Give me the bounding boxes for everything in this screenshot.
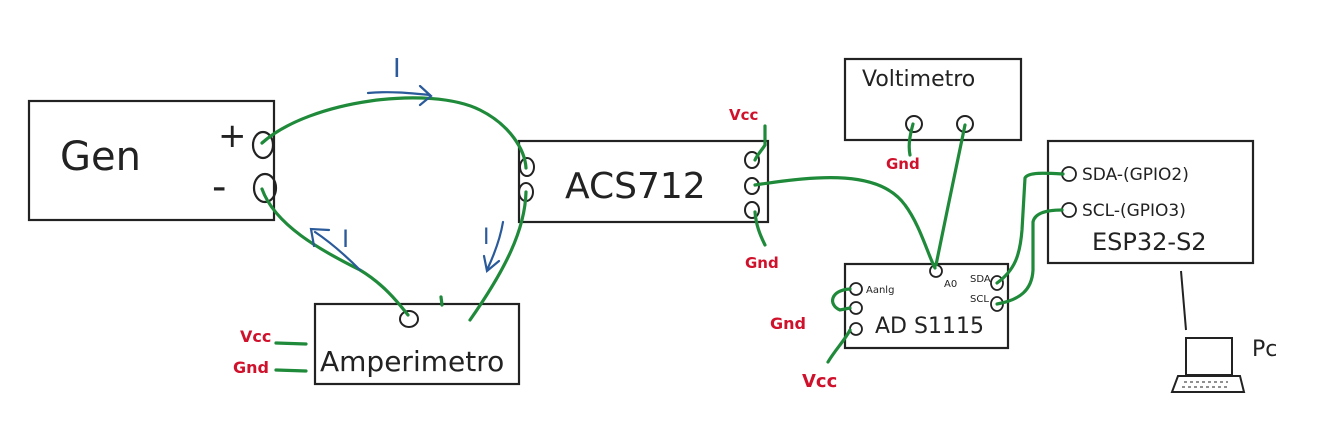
esp32-block: SDA-(GPIO2) SCL-(GPIO3) ESP32-S2 [1046, 139, 1255, 265]
amperimetro-block: Amperimetro [313, 302, 521, 386]
wire-acs-gnd [753, 210, 767, 247]
voltimetro-block: Voltimetro [843, 57, 1023, 142]
volt-gnd-label: Gnd [886, 155, 920, 173]
wire-sda [995, 171, 1065, 285]
wire-amp-gnd [274, 368, 308, 373]
esp32-scl-label: SCL-(GPIO3) [1082, 201, 1186, 221]
ads1115-label: AD S1115 [875, 314, 984, 339]
wire-amp-vcc [274, 341, 308, 346]
wire-acs-amp [468, 190, 528, 322]
current-arrow-right [482, 220, 505, 274]
current-arrow-left [309, 227, 362, 272]
wire-volt-gnd [907, 122, 915, 157]
ads-pin-anlg: Aanlg [866, 285, 894, 296]
wire-ads-gnd [831, 287, 852, 312]
current-label-left: I [342, 225, 349, 253]
wire-acs-out-ads [753, 176, 937, 270]
wire-gen-plus-acs [260, 96, 528, 170]
wire-volt-ads [934, 123, 967, 267]
wiring [260, 96, 1065, 373]
gen-negative-terminal [252, 172, 278, 204]
ads-pin-a0: A0 [944, 279, 957, 290]
current-label-top: I [393, 54, 401, 84]
amp-vcc-label: Vcc [240, 327, 271, 346]
gen-positive-terminal [251, 130, 275, 160]
amperimetro-label: Amperimetro [320, 345, 504, 378]
pc-label: Pc [1252, 337, 1277, 362]
ads-vcc-label: Vcc [802, 371, 837, 392]
gen-negative-label: - [212, 164, 226, 210]
current-label-right: I [483, 225, 490, 250]
acs712-block: ACS712 [517, 139, 770, 224]
wire-amp-stub [439, 295, 444, 307]
gen-label: Gen [60, 134, 141, 180]
wire-scl [995, 208, 1064, 306]
ads1115-block: AD S1115 Aanlg A0 SDA SCL [843, 262, 1010, 350]
pc-icon: Pc [1170, 270, 1277, 393]
esp32-sda-label: SDA-(GPIO2) [1082, 165, 1189, 185]
gen-block: Gen + - [27, 99, 278, 222]
ads-gnd-label: Gnd [770, 314, 806, 333]
esp32-label: ESP32-S2 [1092, 228, 1207, 256]
current-arrow-top [366, 84, 433, 107]
power-labels: Vcc Gnd Gnd Vcc Gnd Gnd Vcc [233, 106, 920, 392]
acs-vcc-label: Vcc [729, 106, 758, 124]
ads-pin-scl: SCL [970, 294, 989, 305]
current-arrows [309, 84, 505, 274]
gen-positive-label: + [218, 116, 247, 156]
wire-acs-vcc [753, 124, 767, 162]
wire-gen-minus-amp [260, 187, 410, 317]
acs712-label: ACS712 [565, 166, 706, 207]
voltimetro-label: Voltimetro [862, 67, 975, 92]
acs-gnd-label: Gnd [745, 254, 779, 272]
amp-gnd-label: Gnd [233, 358, 269, 377]
wire-ads-vcc [826, 328, 852, 364]
ads-pin-sda: SDA [970, 274, 991, 285]
